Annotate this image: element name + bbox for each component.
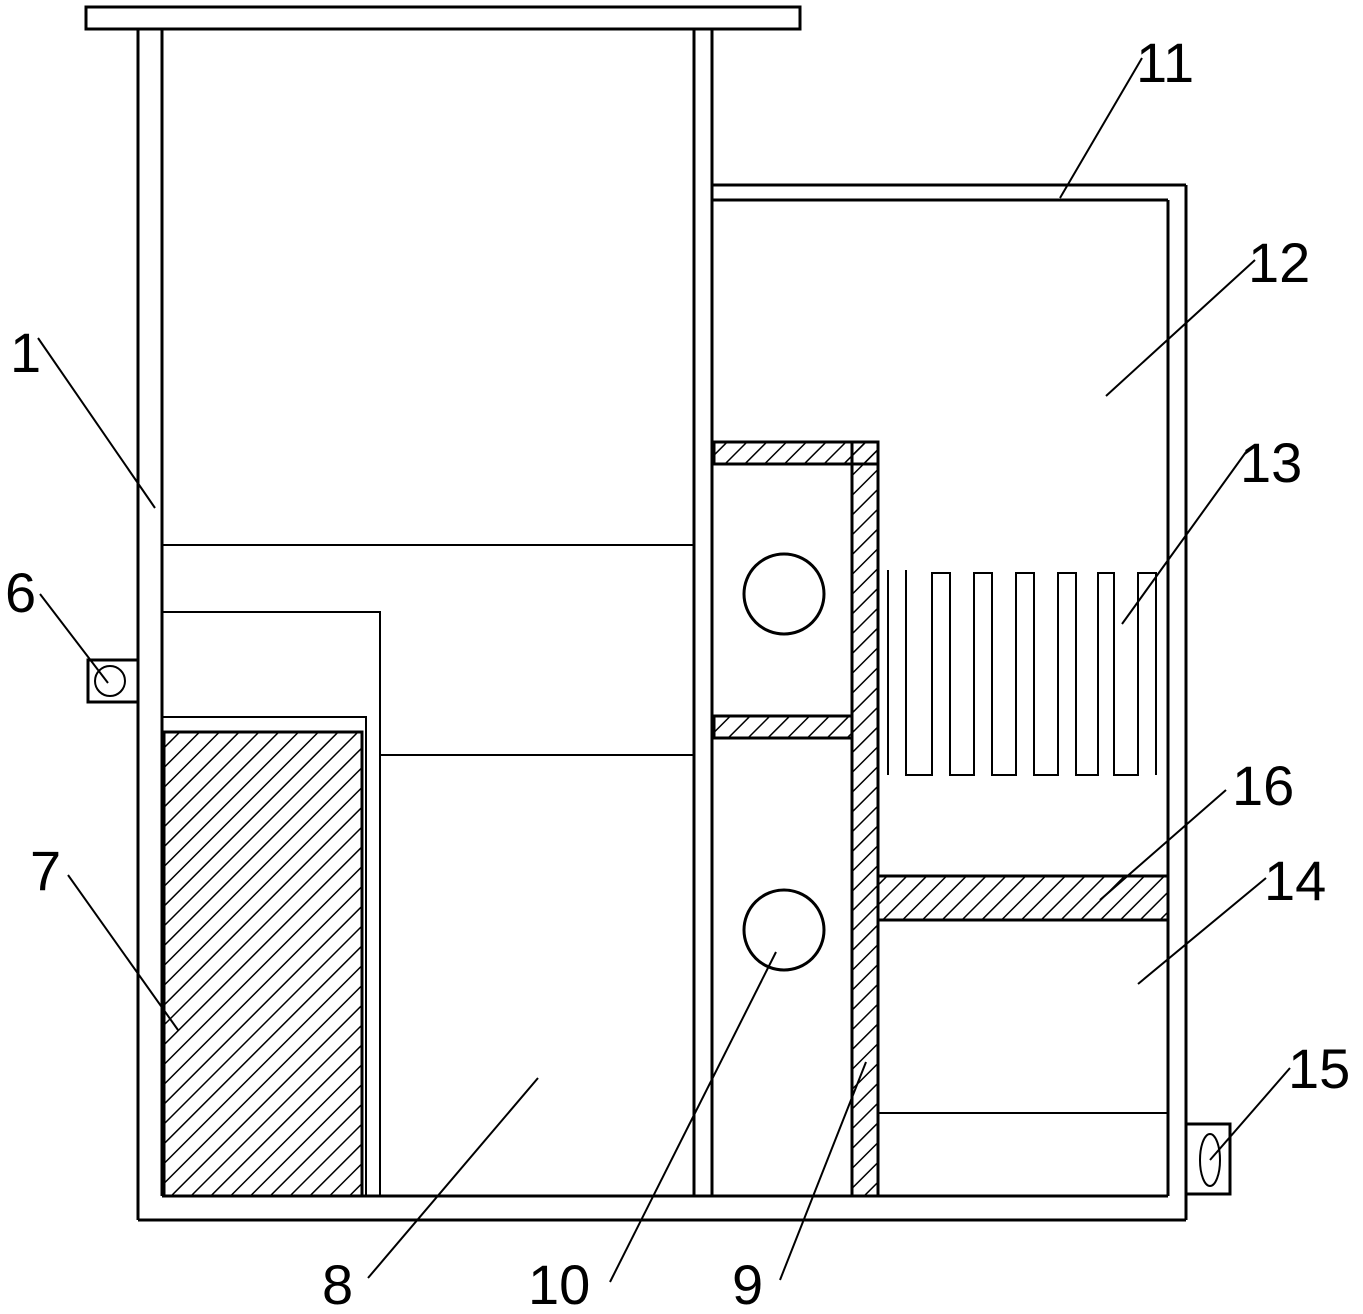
roller-lower: [742, 888, 826, 972]
left-chamber-structure: [162, 544, 694, 1196]
right-chamber-cover: [712, 183, 1186, 202]
label-8: 8: [322, 1253, 353, 1314]
label-6: 6: [5, 561, 36, 624]
label-1: 1: [10, 321, 41, 384]
label-12: 12: [1248, 231, 1310, 294]
label-14: 14: [1264, 849, 1326, 912]
label-11: 11: [1136, 31, 1194, 94]
label-15: 15: [1288, 1037, 1350, 1100]
partition-plate: [876, 874, 1170, 922]
top-cover-plate: [84, 5, 802, 31]
side-fitting-left: [86, 658, 140, 704]
label-16: 16: [1232, 754, 1294, 817]
label-9: 9: [732, 1253, 763, 1314]
outlet-fitting-right: [1184, 1122, 1232, 1196]
label-13: 13: [1240, 431, 1302, 494]
heating-fins: [887, 570, 1157, 776]
label-7: 7: [30, 839, 61, 902]
roller-upper: [742, 552, 826, 636]
vertical-duct: [712, 440, 880, 1198]
leader-lines: [37, 57, 1291, 1283]
filter-block: [162, 730, 364, 1198]
central-walls: [692, 29, 714, 1196]
label-10: 10: [528, 1253, 590, 1314]
